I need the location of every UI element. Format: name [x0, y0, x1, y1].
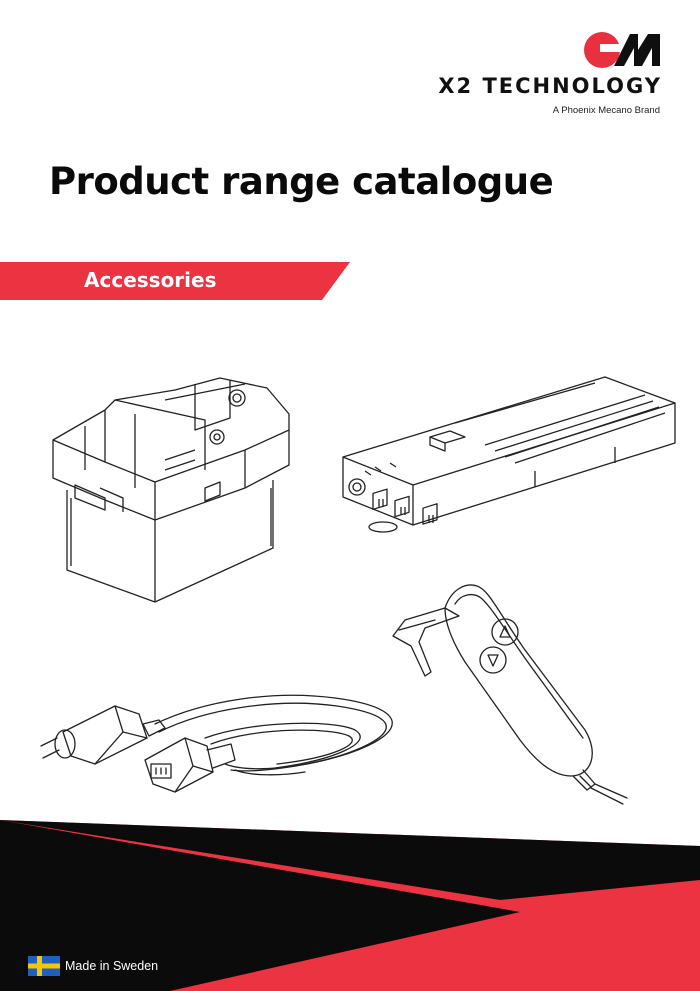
made-in-label: Made in Sweden [65, 959, 159, 973]
control-box-illustration [342, 376, 676, 533]
section-banner: Accessories [0, 262, 350, 300]
footer-graphic [0, 820, 700, 991]
banner-shape [0, 262, 350, 300]
power-cable-illustration [40, 694, 393, 793]
section-label: Accessories [84, 268, 217, 292]
made-in-sweden: Made in Sweden [28, 956, 158, 976]
hand-control-illustration [392, 584, 628, 805]
sweden-flag-icon [28, 956, 60, 976]
brand-name: X2 TECHNOLOGY [438, 74, 662, 98]
battery-box-illustration [52, 377, 290, 603]
brand-tagline: A Phoenix Mecano Brand [552, 105, 660, 116]
page-title: Product range catalogue [49, 160, 554, 203]
phoenix-mecano-logo-icon [584, 32, 660, 68]
brand-logo: X2 TECHNOLOGY A Phoenix Mecano Brand [432, 30, 662, 120]
